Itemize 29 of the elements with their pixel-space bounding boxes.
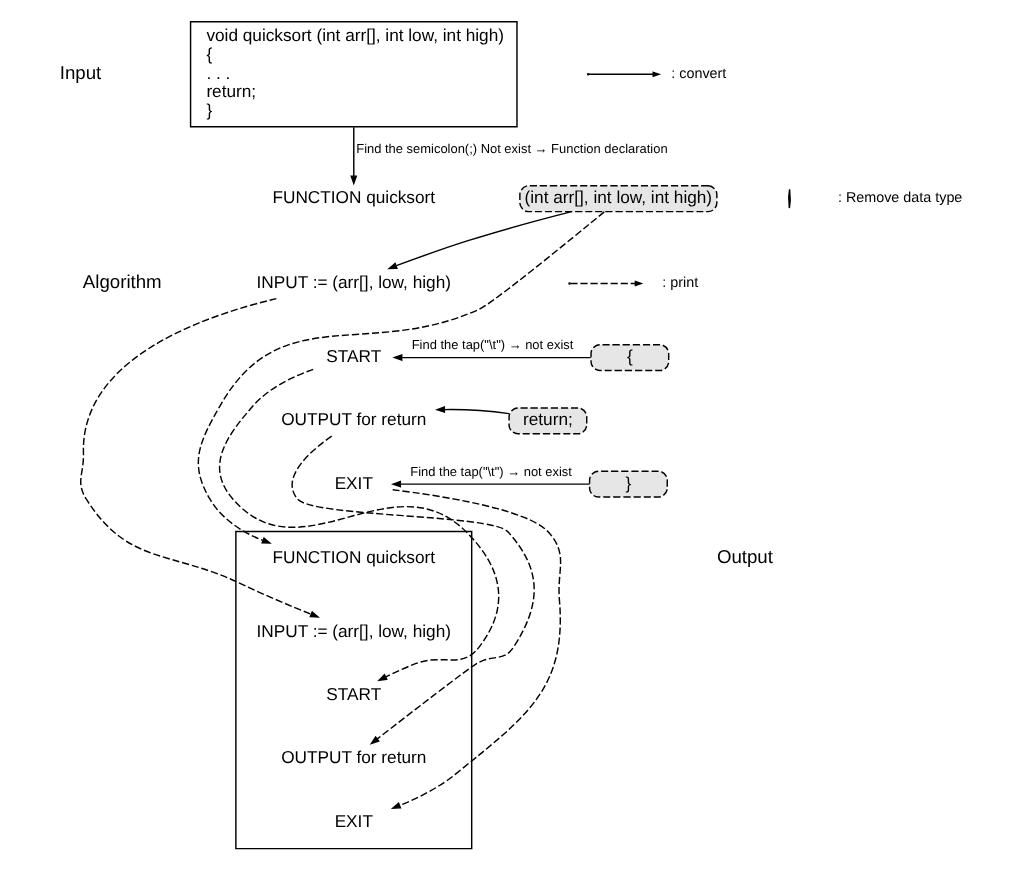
label: Algorithm [82, 272, 162, 293]
label: Input [59, 63, 102, 84]
node-box: } [588, 470, 668, 498]
node-text: EXIT [334, 810, 373, 831]
arrow [80, 297, 321, 618]
node-box: void quicksort (int arr[], int low, int high) { . . . return; } [189, 21, 518, 128]
arrow [291, 435, 535, 745]
arrow [390, 480, 591, 488]
arrow [387, 210, 573, 270]
arrow [390, 489, 562, 809]
arrow [392, 354, 592, 362]
node-text: INPUT := (arr[], low, high) [256, 272, 451, 292]
node-text: EXIT [334, 472, 373, 493]
node-box: { [590, 343, 670, 372]
node-box: return; [508, 407, 588, 435]
arrow [350, 126, 358, 186]
node-text: FUNCTION quicksort [272, 546, 436, 567]
label: Output [716, 547, 773, 568]
arrow [197, 211, 605, 544]
node-text: OUTPUT for return [281, 747, 427, 768]
arrow [435, 406, 510, 415]
cluster [235, 530, 473, 850]
node-box: (int arr[], int low, int high) [519, 185, 718, 213]
arrow [218, 368, 500, 682]
node-text: INPUT := (arr[], low, high) [256, 620, 451, 641]
node-text: START [326, 346, 382, 367]
node-text: OUTPUT for return [281, 409, 427, 430]
node-text: START [326, 683, 382, 704]
node-text: FUNCTION quicksort [272, 187, 436, 208]
